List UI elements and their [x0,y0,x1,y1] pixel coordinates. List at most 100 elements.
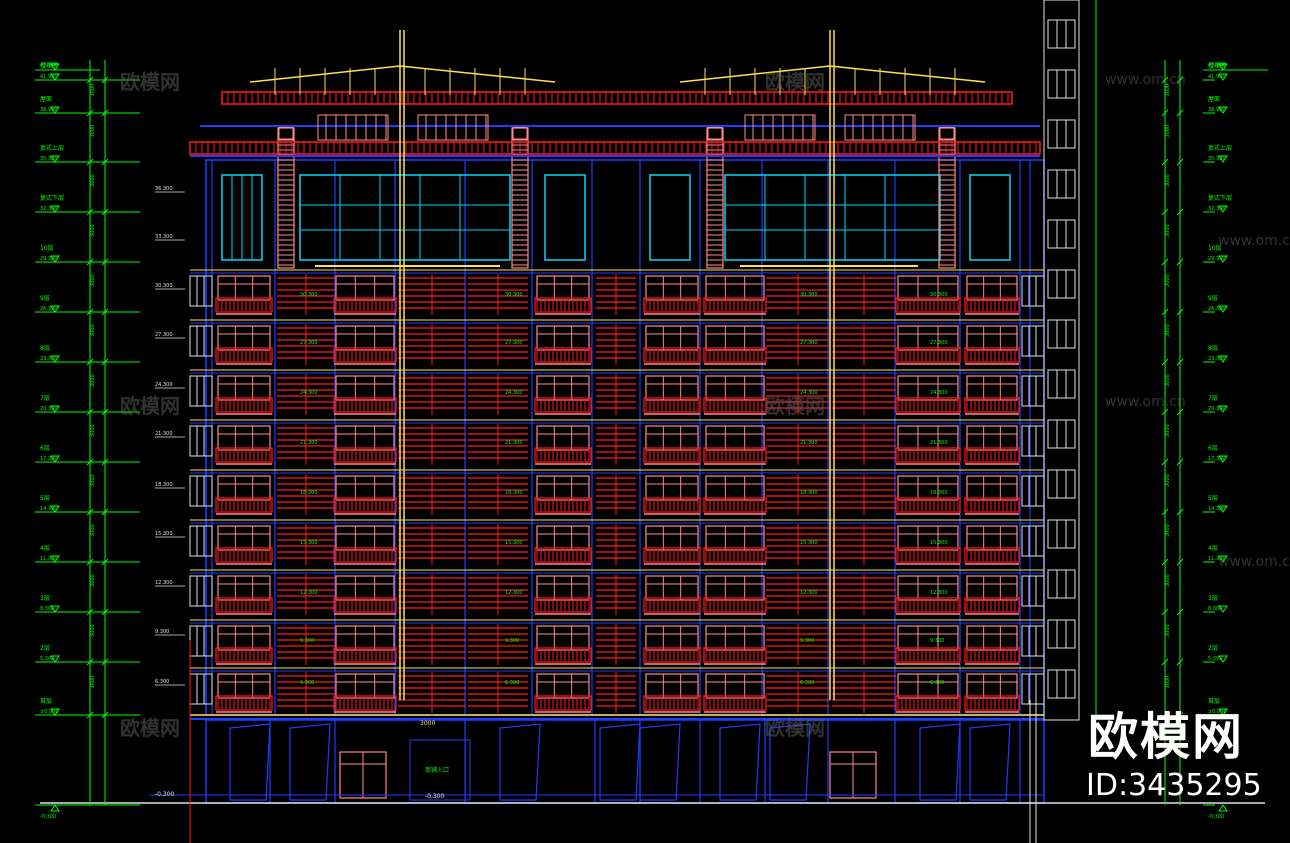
dimension-value: 3000 [90,324,96,337]
stair-window [1047,219,1076,249]
facade-level-text: 12.300 [930,590,948,596]
dimension-tick [86,158,94,166]
level-marker [1218,305,1228,313]
dimension-tick [1176,76,1184,84]
window-frame [217,625,271,651]
dimension-tick [101,76,109,84]
balcony-railing [964,397,1020,413]
level-marker [1218,605,1228,613]
level-marker [50,405,60,413]
window-frame [217,475,271,501]
level-name: 屋面 [1208,96,1220,103]
dimension-tick [1176,258,1184,266]
dimension-tick [86,408,94,416]
level-name: 10层 [1208,245,1222,252]
dimension-tick [86,508,94,516]
level-name: 屋面 [40,96,52,103]
dimension-value: 3000 [1165,424,1171,437]
dimension-tick [1161,711,1169,719]
facade-level-text: 18.300 [505,490,523,496]
level-elevation: 14.300 [40,506,58,512]
level-name: 9层 [40,295,50,302]
dimension-tick [101,508,109,516]
balcony-railing [333,597,397,613]
balcony-railing [333,647,397,663]
window-frame [217,375,271,401]
level-marker [1218,205,1228,213]
facade-level-text: 18.300 [930,490,948,496]
level-marker [1218,73,1228,81]
window-frame [536,575,590,601]
level-name: 8层 [1208,345,1218,352]
level-name: 8层 [40,345,50,352]
level-elevation: ±0.000 [1208,709,1227,715]
window-frame [966,625,1018,651]
window-frame [217,525,271,551]
pilaster [938,127,956,269]
level-marker [1218,655,1228,663]
balcony-railing [643,647,701,663]
left-dimension-column: 43.900楼梯间41.9003000屋面38.9003000复式上层35.30… [35,60,140,820]
dimension-tick [1161,608,1169,616]
level-name: 2层 [40,645,50,652]
pergola-line [829,65,986,83]
level-elevation: 8.300 [40,606,54,612]
level-marker [50,106,60,114]
facade-level-text: 24.300 [930,390,948,396]
facade-level-text: 6.300 [300,680,314,686]
dimension-tick [86,358,94,366]
level-marker [50,63,60,71]
facade-level-text: 6.300 [800,680,814,686]
balcony-railing [534,647,592,663]
ground-elevation: -0.300 [155,791,175,798]
level-elevation: 5.300 [40,656,54,662]
facade-level-text: 6.300 [930,680,944,686]
level-elevation: 8.300 [1208,606,1222,612]
level-name: 3层 [1208,595,1218,602]
window-frame [897,425,959,451]
facade-level-text: 24.300 [505,390,523,396]
dimension-tick [86,76,94,84]
window-frame [536,525,590,551]
balcony-railing [215,397,273,413]
level-marker [50,255,60,263]
stair-tower [1043,0,1097,721]
facade-level-text: 21.300 [800,440,818,446]
facade-level-text: 24.300 [800,390,818,396]
penthouse-window [744,114,816,141]
dimension-value: 3000 [90,424,96,437]
level-elevation: 20.300 [1208,406,1226,412]
window-frame [705,425,765,451]
watermark-faint: 欧模网 [765,716,825,740]
window-frame [335,325,395,351]
window-frame [966,375,1018,401]
window-frame [536,625,590,651]
level-name: 4层 [40,545,50,552]
level-marker [50,804,60,812]
dimension-tick [86,208,94,216]
entrance-label: 商铺入口 [425,766,449,774]
window-frame [705,475,765,501]
level-marker [1218,455,1228,463]
level-elevation: 26.300 [1208,306,1226,312]
window-frame [536,673,590,699]
dimension-tick [1161,109,1169,117]
window-frame [645,673,699,699]
facade-elevation-text: 18.300 [155,482,173,488]
dimension-value: 3000 [90,274,96,287]
facade-level-text: 15.300 [505,540,523,546]
dimension-tick [101,358,109,366]
window-frame [897,275,959,301]
level-elevation-top: 43.900 [40,62,58,68]
watermark-faint: 欧模网 [765,70,825,94]
dimension-tick [1161,558,1169,566]
window-frame [897,673,959,699]
window-frame [897,325,959,351]
balcony-railing [964,297,1020,313]
dimension-tick [1176,711,1184,719]
facade-level-text: 9.300 [930,638,944,644]
balcony-railing [964,597,1020,613]
balcony-railing [703,497,767,513]
window-frame [217,425,271,451]
window-frame [536,325,590,351]
